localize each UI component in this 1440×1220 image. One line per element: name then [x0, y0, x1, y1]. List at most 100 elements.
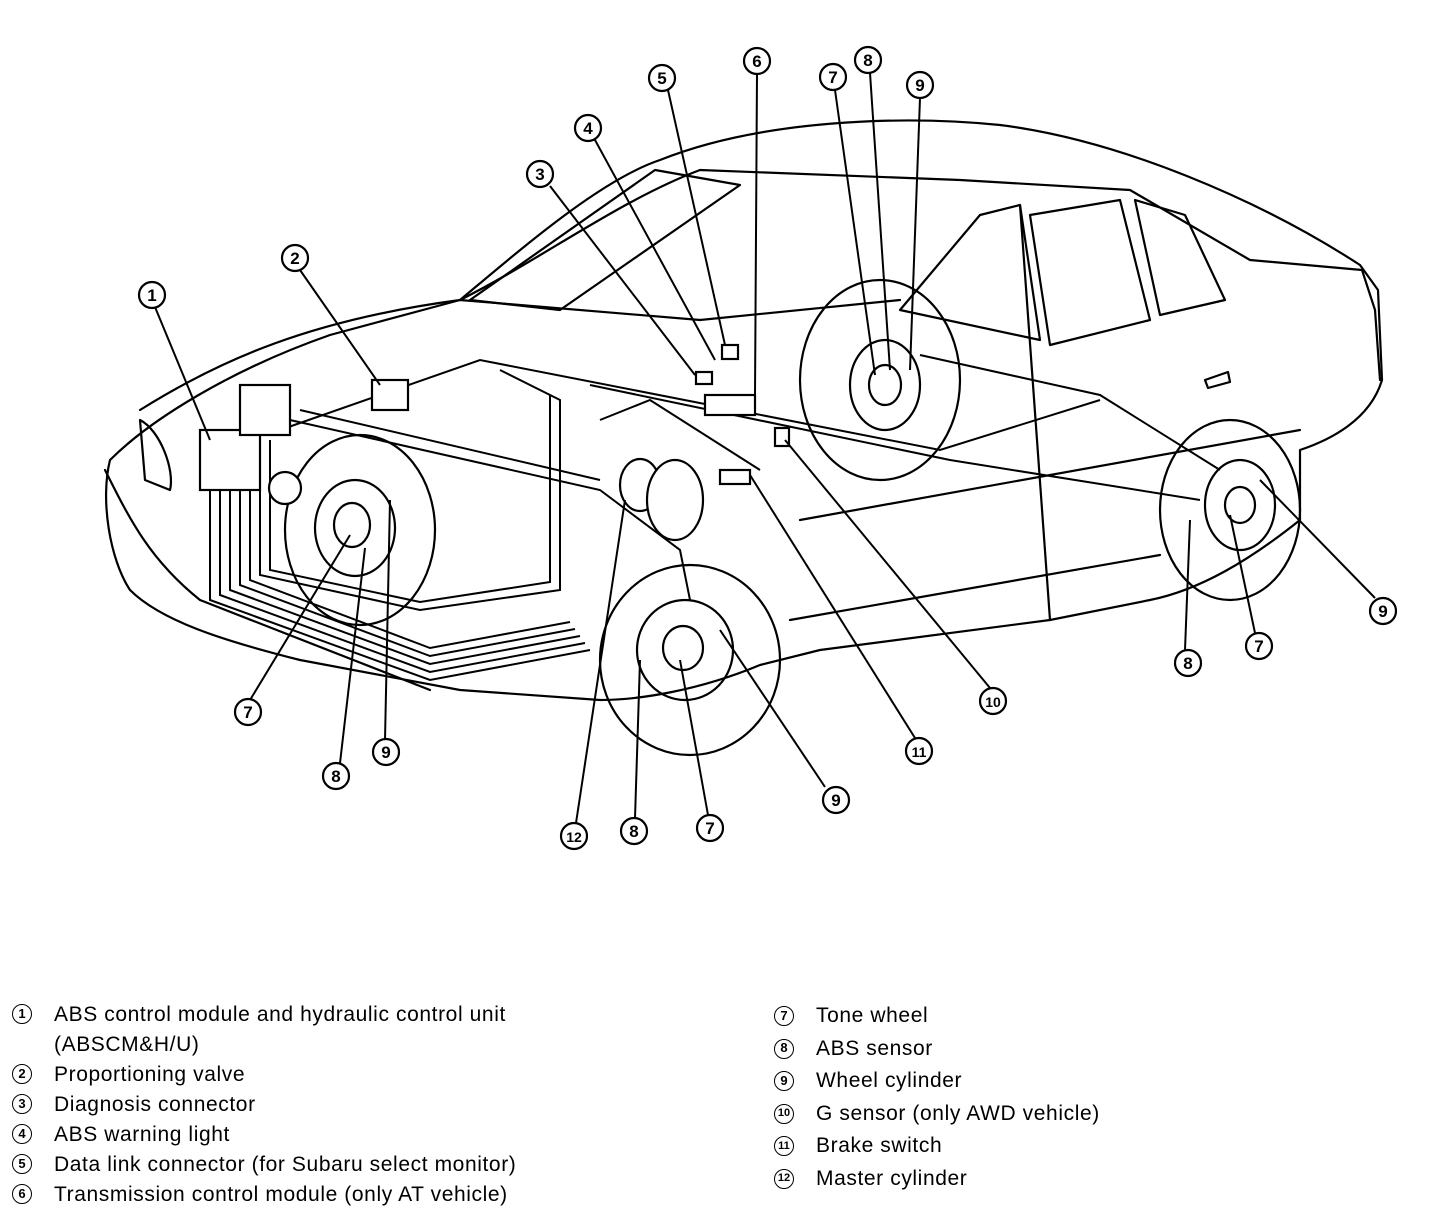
proportioning-valve-part	[370, 378, 410, 412]
svg-text:9: 9	[381, 743, 390, 762]
door-handle	[1203, 370, 1232, 390]
rear-quarter-window	[1133, 198, 1227, 317]
callout-7: 7	[233, 697, 263, 727]
legend-text: Master cylinder	[816, 1166, 968, 1190]
legend-left: 1 ABS control module and hydraulic contr…	[12, 1000, 732, 1210]
callout-9: 9	[821, 785, 851, 815]
svg-text:2: 2	[290, 249, 299, 268]
legend-number: 10	[774, 1103, 794, 1124]
legend-text: ABS control module and hydraulic control…	[54, 1003, 506, 1026]
svg-text:7: 7	[1254, 637, 1263, 656]
trunk	[1248, 258, 1382, 382]
car-body	[104, 119, 1384, 702]
rear-left-wheel	[798, 278, 962, 482]
legend-item-7: 7 Tone wheel	[774, 1000, 1414, 1033]
legend-text: ABS sensor	[816, 1036, 933, 1060]
legend-item-8: 8 ABS sensor	[774, 1033, 1414, 1066]
legend-number: 9	[774, 1071, 794, 1091]
callout-9: 9	[371, 737, 401, 767]
legend-item-11: 11 Brake switch	[774, 1130, 1414, 1163]
svg-text:3: 3	[535, 165, 544, 184]
legend-text: Tone wheel	[816, 1004, 929, 1027]
legend-item-10: 10 G sensor (only AWD vehicle)	[774, 1098, 1414, 1131]
legend-right: 7 Tone wheel 8 ABS sensor 9 Wheel cylind…	[774, 1000, 1414, 1195]
svg-text:8: 8	[863, 51, 872, 70]
svg-text:11: 11	[912, 744, 927, 760]
legend-text-continued: (ABSCM&H/U)	[54, 1033, 200, 1056]
svg-text:8: 8	[629, 822, 638, 841]
svg-text:9: 9	[831, 791, 840, 810]
legend-text: Proportioning valve	[54, 1063, 246, 1086]
legend-item-2: 2 Proportioning valve	[12, 1060, 732, 1090]
hood	[138, 298, 902, 412]
callout-7: 7	[695, 813, 725, 843]
car-illustration: 1 2 3 4 5 6 7 8 9 7 8 9 12 8 7 9 11 10 8…	[103, 45, 1398, 851]
rocker-line	[788, 553, 1162, 622]
legend-item-9: 9 Wheel cylinder	[774, 1065, 1414, 1098]
transmission-control-module-part	[703, 393, 757, 417]
abs-pump-motor	[267, 470, 303, 506]
legend-number: 2	[12, 1064, 32, 1084]
legend-number: 6	[12, 1184, 32, 1204]
callout-6: 6	[742, 46, 772, 76]
callout-7: 7	[818, 62, 848, 92]
legend-text: Data link connector (for Subaru select m…	[54, 1153, 517, 1176]
svg-text:7: 7	[705, 819, 714, 838]
callout-2: 2	[280, 243, 310, 273]
legend-text: ABS warning light	[54, 1123, 230, 1146]
svg-text:8: 8	[331, 767, 340, 786]
legend-item-12: 12 Master cylinder	[774, 1163, 1414, 1196]
abs-module-bracket	[238, 383, 292, 437]
legend-number: 4	[12, 1124, 32, 1144]
legend-item-4: 4 ABS warning light	[12, 1120, 732, 1150]
brake-booster-part	[645, 458, 705, 542]
callout-8: 8	[1173, 648, 1203, 678]
svg-text:1: 1	[147, 286, 156, 305]
callout-7: 7	[1244, 631, 1274, 661]
legend-text: Transmission control module (only AT veh…	[54, 1183, 508, 1206]
svg-text:10: 10	[985, 694, 1001, 710]
svg-text:9: 9	[915, 76, 924, 95]
legend-item-5: 5 Data link connector (for Subaru select…	[12, 1150, 732, 1180]
callout-9: 9	[1368, 596, 1398, 626]
callout-11: 11	[904, 736, 934, 766]
data-link-connector-part	[720, 343, 740, 361]
diagnosis-connector-part	[694, 370, 714, 386]
svg-text:7: 7	[243, 703, 252, 722]
leader-lines	[154, 72, 1376, 824]
legend-number: 12	[774, 1168, 794, 1189]
callout-1: 1	[137, 280, 167, 310]
svg-text:6: 6	[752, 52, 761, 71]
windshield	[468, 168, 742, 312]
legend-text: G sensor (only AWD vehicle)	[816, 1101, 1100, 1125]
svg-text:7: 7	[828, 68, 837, 87]
abs-system-diagram: 1 2 3 4 5 6 7 8 9 7 8 9 12 8 7 9 11 10 8…	[103, 45, 1398, 851]
legend-text: Wheel cylinder	[816, 1069, 963, 1092]
legend-number: 1	[12, 1004, 32, 1024]
legend-text: Brake switch	[816, 1134, 943, 1157]
headlight	[138, 418, 173, 492]
legend-item-1: 1 ABS control module and hydraulic contr…	[12, 1000, 732, 1060]
rear-right-wheel	[1158, 418, 1302, 602]
callout-10: 10	[978, 686, 1008, 716]
callout-3: 3	[525, 159, 555, 189]
callout-4: 4	[573, 113, 603, 143]
legend-number: 8	[774, 1038, 794, 1059]
legend-number: 11	[774, 1136, 794, 1156]
callout-8: 8	[619, 816, 649, 846]
front-bumper	[103, 468, 432, 692]
callout-8: 8	[853, 45, 883, 75]
legend-item-6: 6 Transmission control module (only AT v…	[12, 1180, 732, 1210]
brake-switch-part	[718, 468, 752, 486]
legend-number: 5	[12, 1154, 32, 1174]
callout-12: 12	[559, 821, 589, 851]
callout-8: 8	[321, 761, 351, 791]
rear-door-window	[1028, 198, 1152, 347]
legend-text: Diagnosis connector	[54, 1093, 256, 1116]
callout-9: 9	[905, 70, 935, 100]
svg-text:8: 8	[1183, 654, 1192, 673]
door-line	[1018, 203, 1052, 622]
legend-item-3: 3 Diagnosis connector	[12, 1090, 732, 1120]
front-right-wheel	[598, 563, 782, 757]
legend-number: 7	[774, 1006, 794, 1026]
